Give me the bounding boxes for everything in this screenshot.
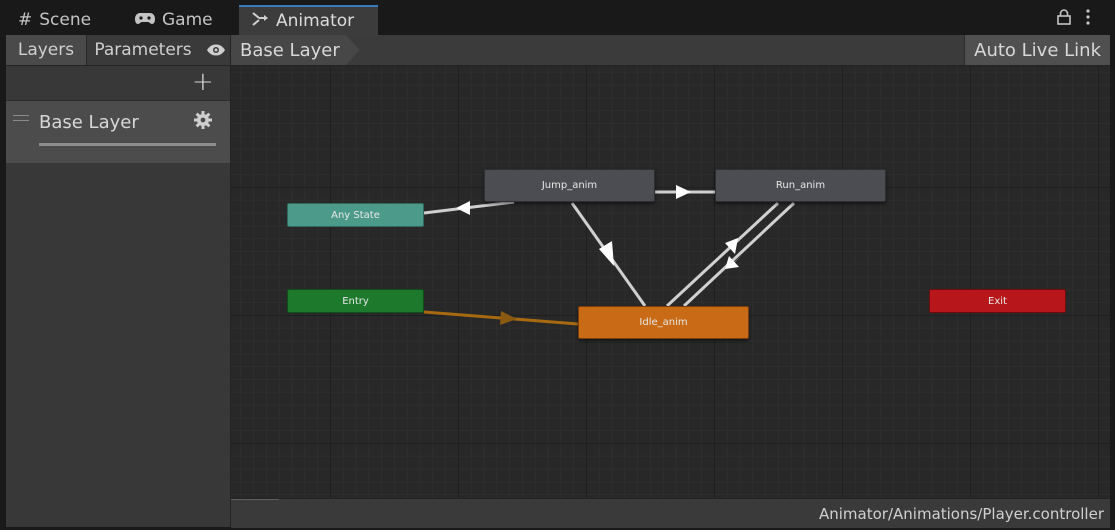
tab-label: Scene <box>39 10 92 30</box>
tab-bar: # Scene Game Animator <box>0 0 1115 35</box>
drag-handle-icon[interactable] <box>13 115 29 121</box>
node-label: Entry <box>342 295 369 307</box>
gear-icon[interactable] <box>193 110 213 134</box>
layer-item[interactable]: Base Layer <box>6 100 230 163</box>
tab-label: Game <box>162 10 213 30</box>
node-idle-anim[interactable]: Idle_anim <box>578 306 749 339</box>
arrow-head-icon <box>725 238 738 254</box>
layer-name: Base Layer <box>39 112 139 133</box>
layer-weight-bar <box>39 143 216 146</box>
transition-wires <box>423 185 796 326</box>
window-edge <box>1110 35 1115 530</box>
more-options-icon[interactable] <box>1085 9 1091 28</box>
node-run-anim[interactable]: Run_anim <box>715 169 886 202</box>
node-label: Any State <box>331 209 380 221</box>
divider <box>231 499 279 500</box>
breadcrumb: Base Layer Auto Live Link <box>231 35 1110 66</box>
node-label: Idle_anim <box>639 317 688 328</box>
tab-animator[interactable]: Animator <box>239 5 378 35</box>
add-layer-button[interactable]: + <box>192 67 214 97</box>
lock-icon[interactable] <box>1057 9 1071 28</box>
tab-parameters[interactable]: Parameters <box>94 40 192 60</box>
tab-layers[interactable]: Layers <box>6 35 87 65</box>
left-panel-tabs: Layers Parameters <box>6 35 230 66</box>
controller-path: Animator/Animations/Player.controller <box>819 505 1104 523</box>
animator-icon <box>251 11 269 32</box>
arrow-head-icon <box>599 241 614 266</box>
layers-panel: Layers Parameters + Base Layer <box>6 35 231 527</box>
arrow-head-icon <box>456 201 470 215</box>
transition-idle-to-run[interactable] <box>665 201 780 308</box>
animator-graph[interactable]: Any State Entry Exit Jump_anim Run_anim … <box>231 66 1110 498</box>
eye-icon[interactable] <box>202 35 230 65</box>
tab-label: Animator <box>276 11 355 31</box>
arrow-head-icon <box>676 185 691 199</box>
node-label: Run_anim <box>775 180 826 191</box>
arrow-head-icon <box>500 311 517 325</box>
tab-game[interactable]: Game <box>135 5 213 35</box>
gamepad-icon <box>135 10 155 30</box>
node-label: Exit <box>988 295 1007 307</box>
node-jump-anim[interactable]: Jump_anim <box>484 169 655 202</box>
node-label: Jump_anim <box>541 180 598 191</box>
node-any-state[interactable]: Any State <box>287 203 424 227</box>
tab-scene[interactable]: # Scene <box>18 5 91 35</box>
arrow-head-icon <box>725 256 739 269</box>
node-entry[interactable]: Entry <box>287 289 424 313</box>
breadcrumb-base-layer[interactable]: Base Layer <box>231 35 360 65</box>
status-bar: Animator/Animations/Player.controller <box>231 498 1110 528</box>
hash-icon: # <box>18 9 33 30</box>
node-exit[interactable]: Exit <box>929 289 1066 313</box>
transition-run-to-idle[interactable] <box>682 201 796 308</box>
auto-live-link-button[interactable]: Auto Live Link <box>964 35 1110 65</box>
